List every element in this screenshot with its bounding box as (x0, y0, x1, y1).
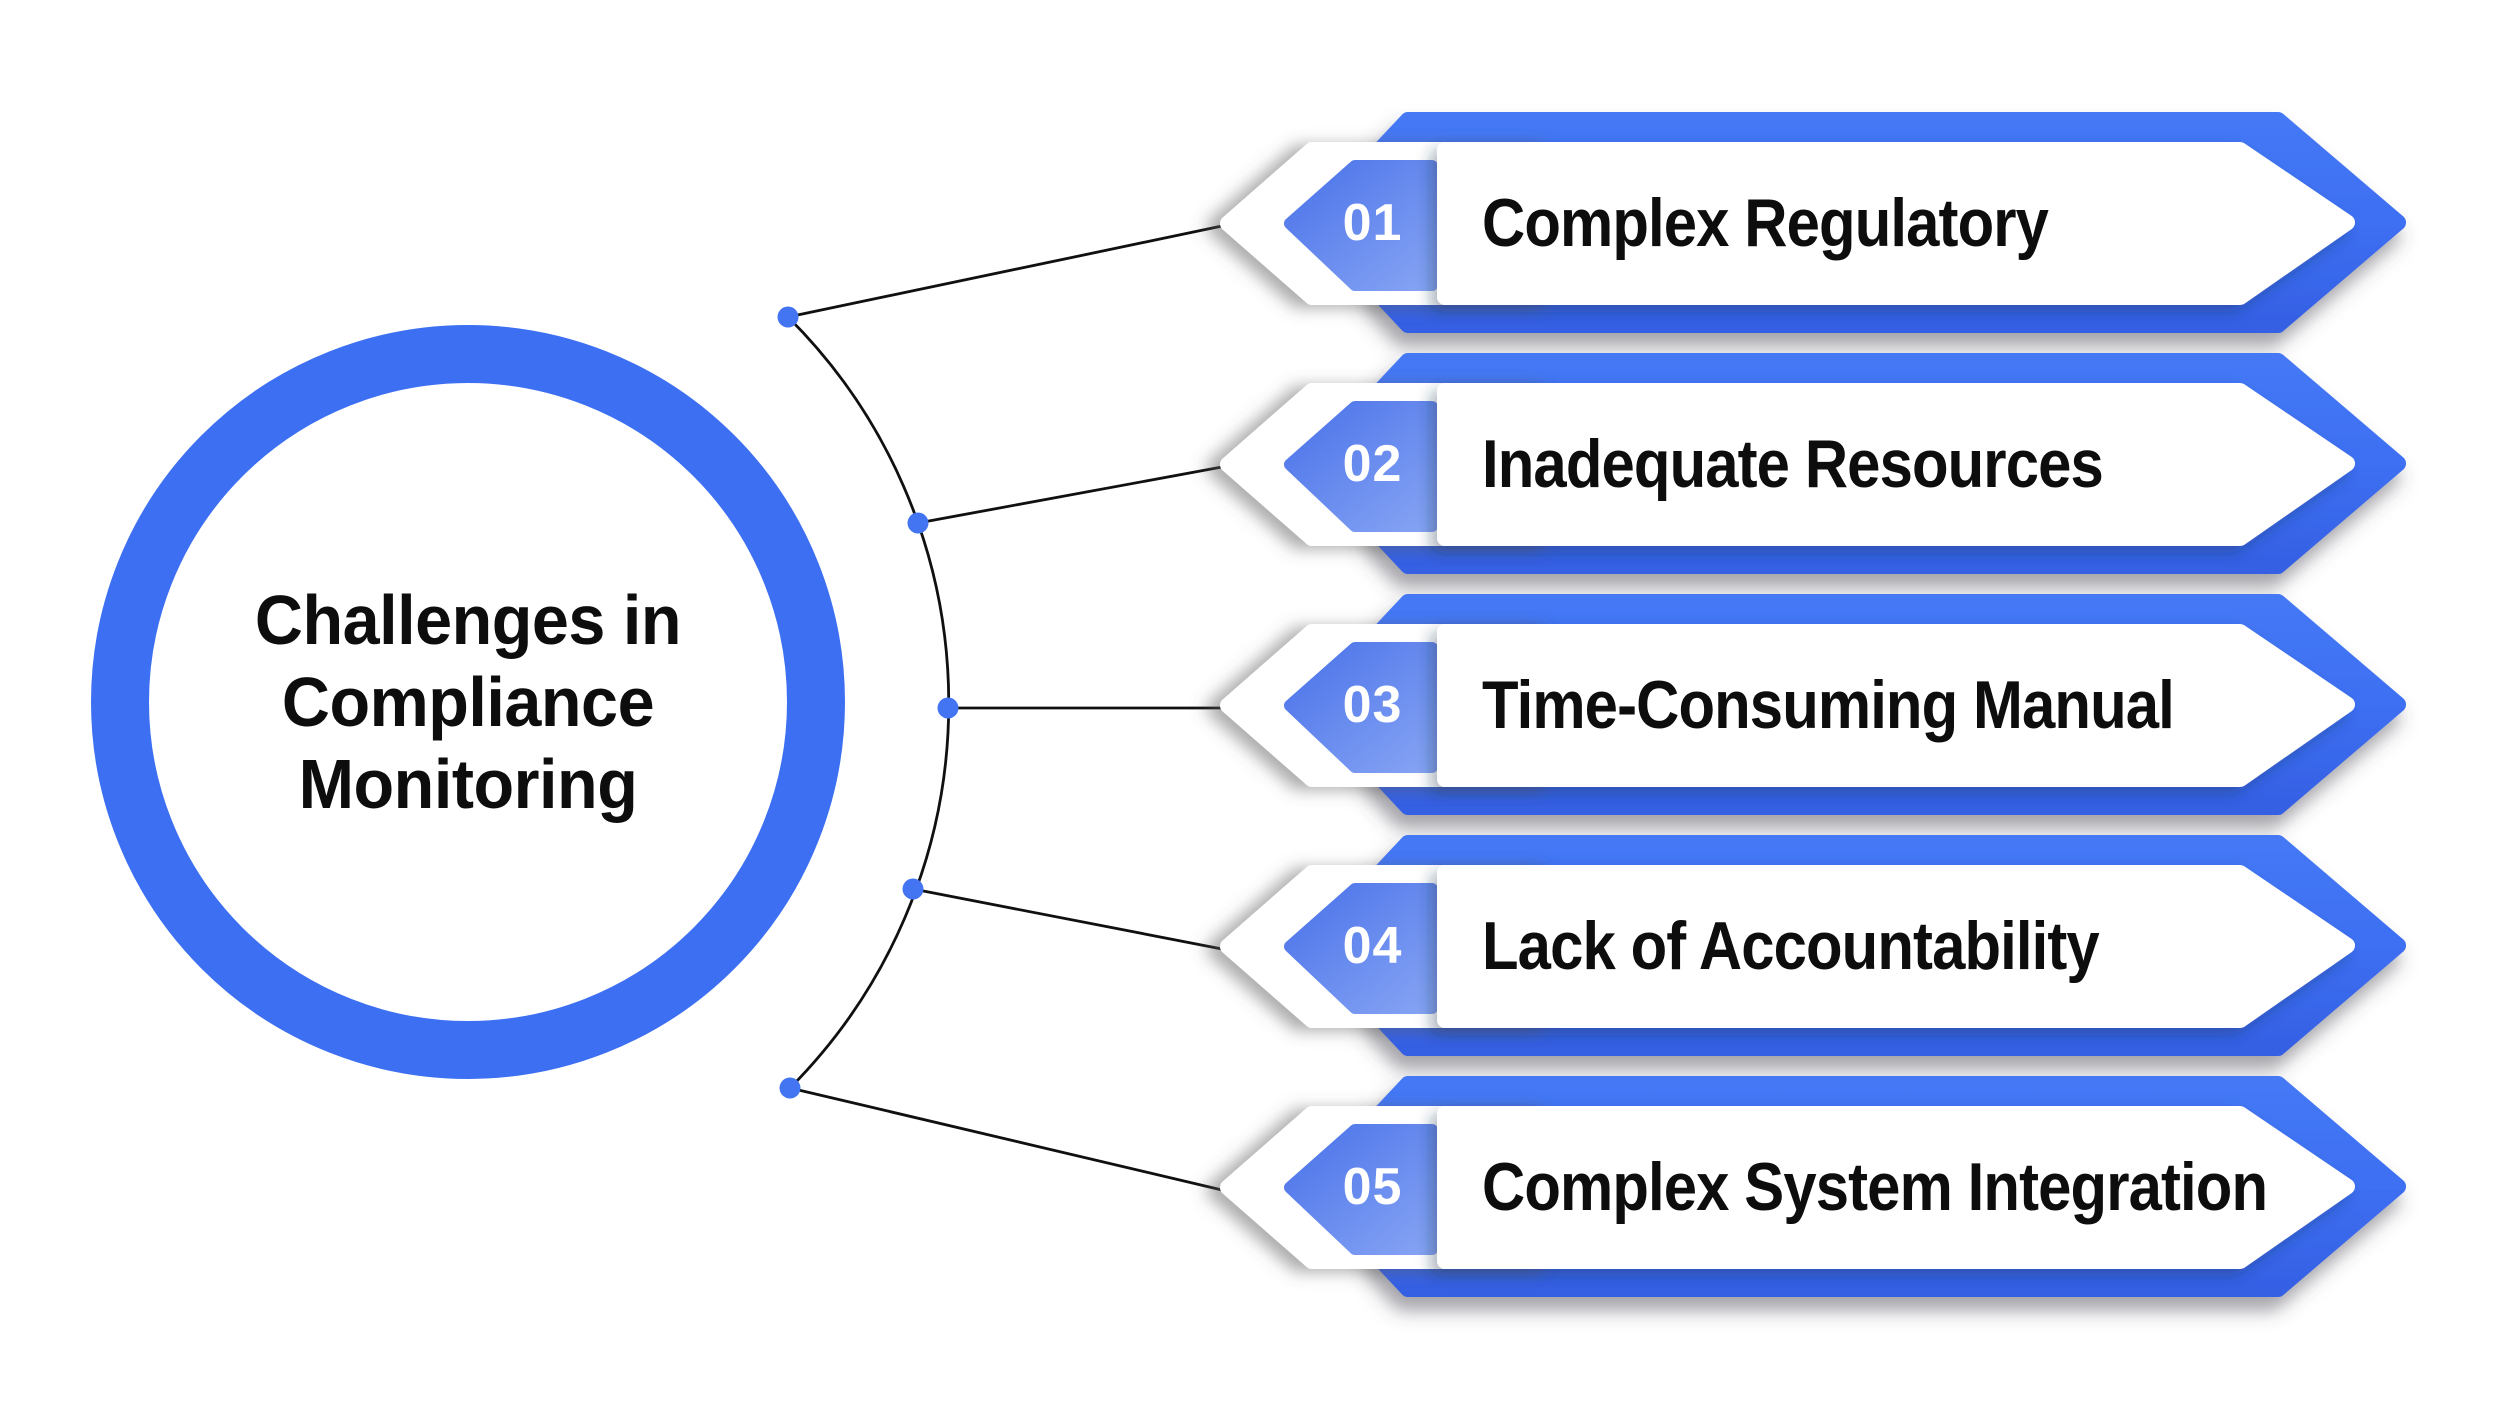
connector-line-5 (789, 1086, 1223, 1192)
connector-dot-1 (777, 306, 799, 328)
connector-dot-4 (902, 878, 924, 900)
banner-shape-2 (1228, 361, 2398, 566)
banner-shape-1 (1228, 120, 2398, 325)
banner-shape-3 (1228, 602, 2398, 807)
connector-dot-2 (907, 512, 929, 534)
connector-line-4 (912, 887, 1223, 951)
connector-dot-3 (937, 697, 959, 719)
banner-shape-4 (1228, 843, 2398, 1048)
connector-line-1 (787, 224, 1223, 319)
connector-line-2 (917, 465, 1223, 525)
center-circle-ring (91, 325, 845, 1079)
connector-dot-5 (779, 1077, 801, 1099)
banner-shape-5 (1228, 1084, 2398, 1289)
